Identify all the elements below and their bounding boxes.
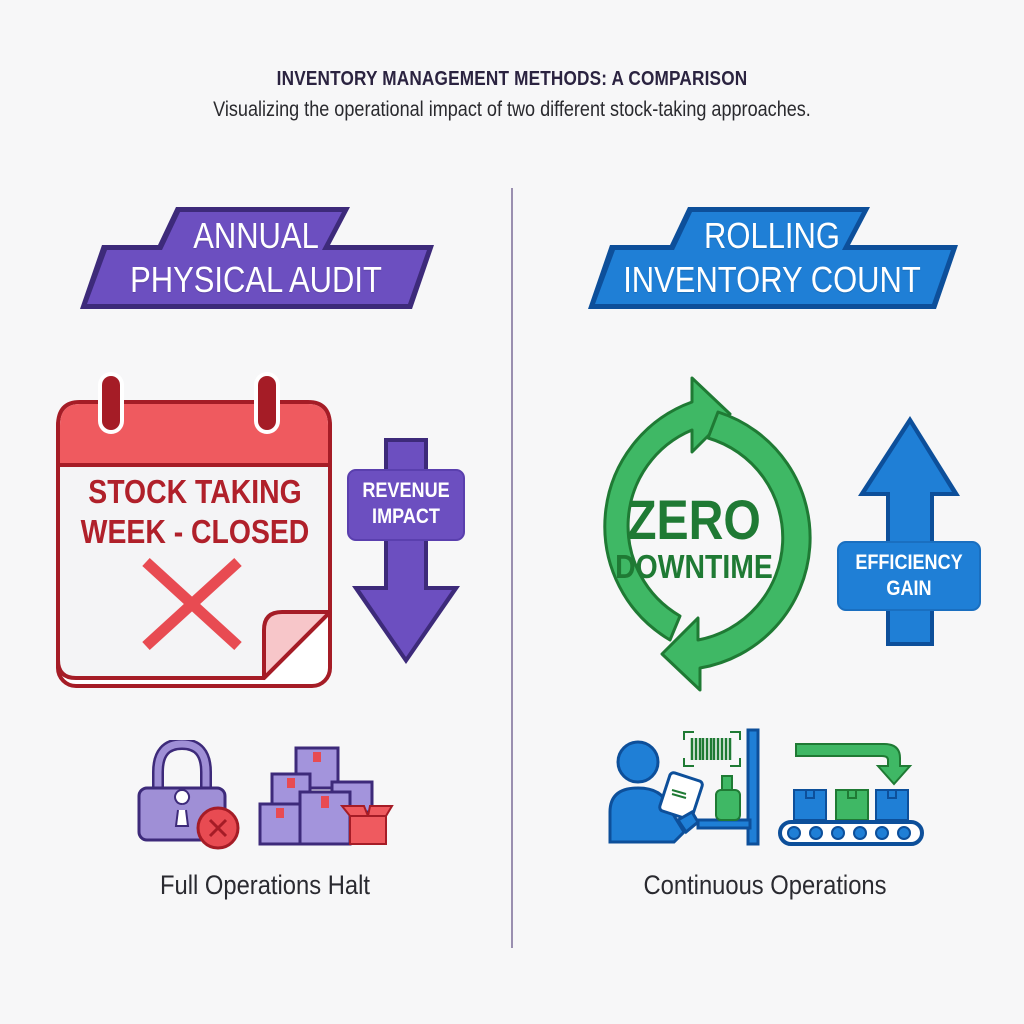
efficiency-label-line-1: EFFICIENCY	[855, 551, 963, 574]
banner-line-2: INVENTORY COUNT	[623, 259, 921, 300]
zero-text: ZERO	[627, 488, 761, 551]
calendar-text-line-1: STOCK TAKING	[88, 473, 302, 510]
banner-line-1: ROLLING	[704, 215, 840, 256]
rolling-inventory-banner: ROLLING INVENTORY COUNT	[584, 205, 960, 313]
cycle-arrows-icon: ZERO DOWNTIME	[552, 372, 836, 692]
right-caption: Continuous Operations	[643, 870, 887, 900]
boxes-stack-icon	[258, 746, 394, 846]
banner-line-1: ANNUAL	[193, 215, 319, 256]
revenue-label-line-1: REVENUE	[362, 479, 450, 502]
left-caption: Full Operations Halt	[160, 870, 370, 900]
efficiency-label-line-2: GAIN	[886, 577, 932, 600]
shelf-bottle-icon	[715, 775, 741, 821]
downtime-text: DOWNTIME	[615, 548, 773, 585]
banner-line-2: PHYSICAL AUDIT	[130, 259, 382, 300]
revenue-label-line-2: IMPACT	[372, 505, 440, 528]
error-x-icon	[196, 806, 240, 850]
page-subtitle: Visualizing the operational impact of tw…	[213, 98, 811, 121]
revenue-impact-down-arrow: REVENUE IMPACT	[346, 436, 466, 668]
center-divider	[511, 188, 513, 948]
lock-icon	[136, 737, 246, 855]
calendar-text-line-2: WEEK - CLOSED	[80, 513, 310, 550]
efficiency-gain-up-arrow: EFFICIENCY GAIN	[836, 414, 982, 648]
annual-audit-banner: ANNUAL PHYSICAL AUDIT	[76, 205, 436, 313]
calendar-closed-icon: STOCK TAKING WEEK - CLOSED	[50, 372, 340, 692]
worker-with-tablet-icon	[608, 728, 764, 846]
page-title: INVENTORY MANAGEMENT METHODS: A COMPARIS…	[276, 68, 748, 90]
conveyor-belt-icon	[776, 740, 926, 846]
barcode-scan-icon	[671, 731, 741, 799]
